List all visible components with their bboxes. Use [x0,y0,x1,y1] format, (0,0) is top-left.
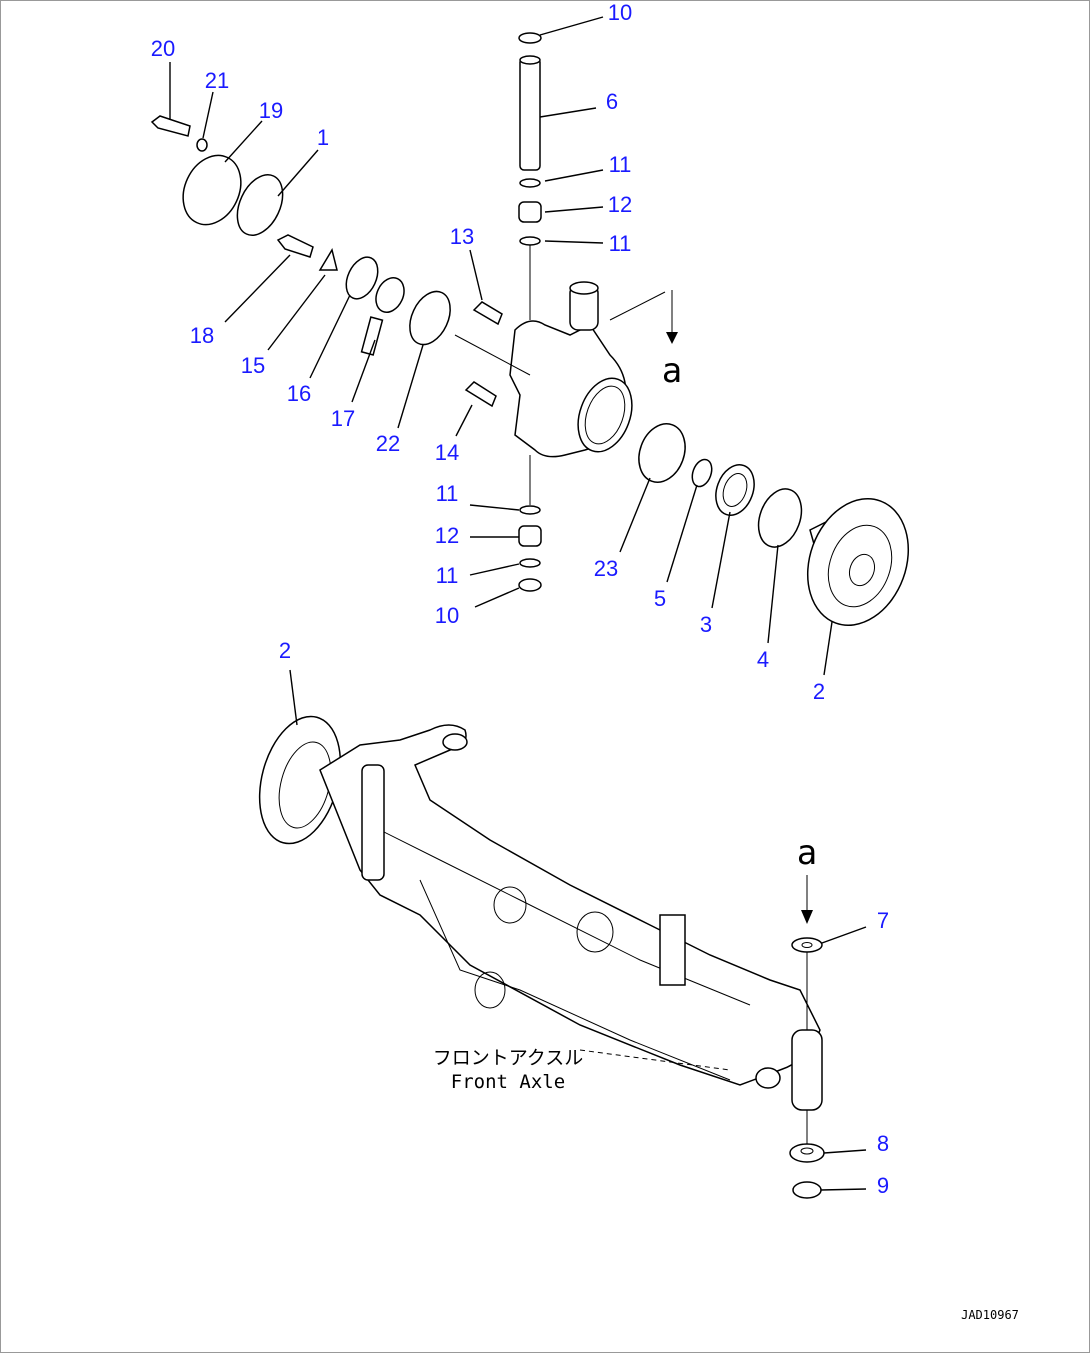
callout-18: 18 [190,323,214,348]
drawing-code: JAD10967 [961,1308,1019,1322]
view-marker-a: a [662,351,682,391]
cover-and-bolts [150,115,503,408]
callout-21: 21 [205,68,229,93]
callout-23: 23 [594,556,618,581]
callout-7: 7 [877,908,889,933]
callout-12: 12 [608,192,632,217]
lower-pin-stack [518,455,542,592]
callouts: 10 6 11 12 11 20 21 19 1 13 18 15 16 17 … [151,0,889,1198]
callout-12: 12 [435,523,459,548]
washers [789,937,825,1199]
callout-10: 10 [608,0,632,25]
steering-knuckle [454,281,678,458]
callout-15: 15 [241,353,265,378]
callout-17: 17 [331,406,355,431]
callout-2: 2 [279,638,291,663]
callout-6: 6 [606,89,618,114]
callout-13: 13 [450,224,474,249]
callout-10: 10 [435,603,459,628]
callout-2: 2 [813,679,825,704]
callout-19: 19 [259,98,283,123]
caption-japanese: フロントアクスル [433,1047,583,1069]
callout-20: 20 [151,36,175,61]
callout-11: 11 [436,563,459,588]
caption-english: Front Axle [451,1071,565,1093]
callout-1: 1 [317,125,329,150]
king-pin-stack [518,32,542,320]
callout-14: 14 [435,440,459,465]
callout-9: 9 [877,1173,889,1198]
callout-16: 16 [287,381,311,406]
callout-11: 11 [609,231,632,256]
callout-5: 5 [654,586,666,611]
callout-22: 22 [376,431,400,456]
callout-11: 11 [609,152,632,177]
callout-3: 3 [700,612,712,637]
callout-4: 4 [757,647,769,672]
front-axle-housing [258,715,823,1145]
leader-lines [169,16,867,1191]
view-marker-a: a [797,833,817,873]
callout-11: 11 [436,481,459,506]
hub-assembly [638,423,910,626]
callout-8: 8 [877,1131,889,1156]
